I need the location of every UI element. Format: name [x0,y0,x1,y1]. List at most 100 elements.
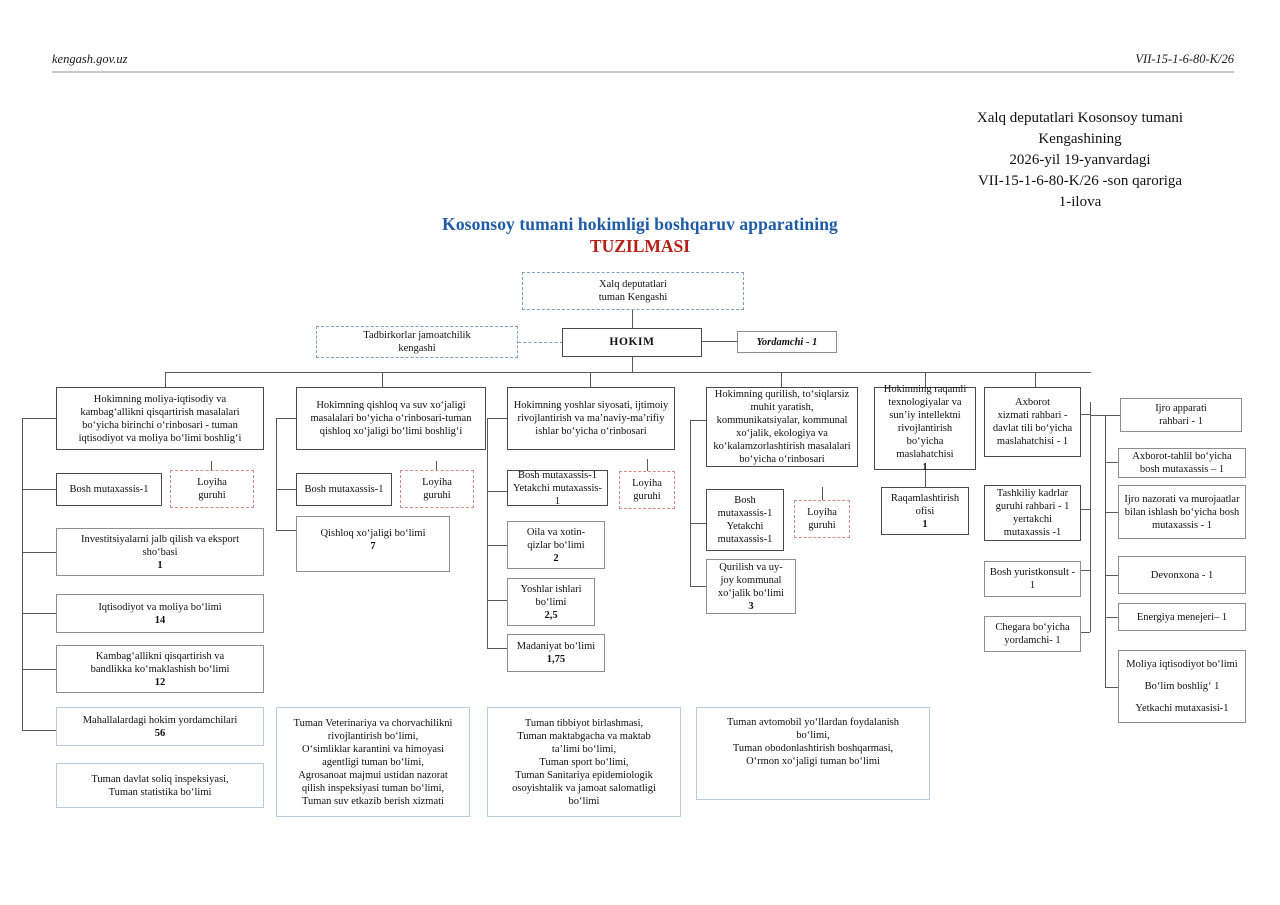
col6-jurist-line-2: 1 [1029,580,1036,591]
node-col7-chancery[interactable]: Devonxona - 1 [1118,556,1246,594]
col3-health-line-3: ta’limi bo‘limi, [551,743,617,755]
col5-head-line-1: Hokimning raqamli [883,384,967,395]
node-col4-roads-landscaping[interactable]: Tuman avtomobil yo‘llardan foydalanish b… [696,707,930,800]
col2-vet-line-1: Tuman Veterinariya va chorvachilikni [293,717,453,729]
node-col6-press-service[interactable]: Axborot xizmati rahbari - davlat tili bo… [984,387,1081,457]
stub-col1-mahalla [22,730,56,732]
stub-col4-head [690,420,706,422]
node-col3-project-group[interactable]: Loyiha guruhi [619,471,675,509]
node-col4-specialists[interactable]: Bosh mutaxassis-1 Yetakchi mutaxassis-1 [706,489,784,551]
col3-health-line-7: bo‘limi [568,795,600,807]
stub-col2-head [276,418,296,420]
stub-col1-spec [22,489,56,491]
node-col3-culture[interactable]: Madaniyat bo‘limi 1,75 [507,634,605,672]
node-hokim[interactable]: HOKIM [562,328,702,357]
col6-hr-line-2: guruhi rahbari - 1 [995,501,1070,512]
node-col7-analysis-specialist[interactable]: Axborot-tahlil bo‘yicha bosh mutaxassis … [1118,448,1246,478]
node-col2-head[interactable]: Hokimning qishloq va suv xo‘jaligi masal… [296,387,486,450]
node-col2-veterinary-services[interactable]: Tuman Veterinariya va chorvachilikni riv… [276,707,470,817]
col2-agri-count: 7 [370,541,376,552]
node-col5-head[interactable]: Hokimning raqamli texnologiyalar va sun’… [874,384,976,473]
header-divider [52,71,1234,73]
stub-col1-invest [22,552,56,554]
node-col4-head[interactable]: Hokimning qurilish, to‘siqlarsiz muhit y… [706,387,858,467]
node-col1-head[interactable]: Hokimning moliya-iqtisodiy va kambag‘all… [56,387,264,450]
approval-block: Xalq deputatlari Kosonsoy tumani Kengash… [900,108,1260,213]
node-col3-youth-affairs[interactable]: Yoshlar ishlari bo‘limi 2,5 [507,578,595,626]
node-col1-project-group[interactable]: Loyiha guruhi [170,470,254,508]
stub-col7-control [1105,512,1120,514]
col1-econ-count: 14 [154,614,166,626]
district-council-line-2: tuman Kengashi [598,292,668,303]
node-col1-tax-statistics[interactable]: Tuman davlat soliq inspeksiyasi, Tuman s… [56,763,264,808]
node-col7-apparatus-head[interactable]: Ijro apparati rahbari - 1 [1120,398,1242,432]
node-col4-construction-housing[interactable]: Qurilish va uy- joy kommunal xo‘jalik bo… [706,559,796,614]
col2-vet-line-2: rivojlantirish bo‘limi, [327,730,419,742]
col2-agri-line-1: Qishloq xo‘jaligi bo‘limi [320,528,426,539]
col2-project-line-1: Loyiha [422,477,452,488]
stub-col7-finance [1105,687,1120,689]
node-col4-project-group[interactable]: Loyiha guruhi [794,500,850,538]
stub-col4-build [690,586,706,588]
node-col3-specialists[interactable]: Bosh mutaxassis-1 Yetakchi mutaxassis-1 [507,470,608,507]
col3-health-line-4: Tuman sport bo‘limi, [539,756,629,768]
chart-title: Kosonsoy tumani hokimligi boshqaruv appa… [0,214,1280,257]
connector-col2-project [436,461,438,473]
col5-head-line-2: texnologiyalar va [888,397,962,408]
stub-col1-poverty [22,669,56,671]
node-col3-family-women[interactable]: Oila va xotin- qizlar bo‘limi 2 [507,521,605,569]
node-col2-chief-specialist[interactable]: Bosh mutaxassis-1 [296,473,392,506]
node-col1-chief-specialist[interactable]: Bosh mutaxassis-1 [56,473,162,506]
col6-head-line-1: Axborot [1015,397,1050,408]
node-col2-project-group[interactable]: Loyiha guruhi [400,470,474,508]
col4-spec-line-3: Yetakchi [726,521,764,532]
node-col2-agriculture[interactable]: Qishloq xo‘jaligi bo‘limi 7 [296,516,450,572]
node-col1-poverty-employment[interactable]: Kambag‘allikni qisqartirish va bandlikka… [56,645,264,693]
node-col1-economy-finance[interactable]: Iqtisodiyot va moliya bo‘limi 14 [56,594,264,633]
col7-control-line-1: Ijro nazorati va murojaatlar [1124,493,1240,505]
col3-health-line-2: Tuman maktabgacha va maktab [517,730,651,742]
col6-hr-line-3: yertakchi [1012,514,1053,525]
col1-poverty-line-1: Kambag‘allikni qisqartirish va [95,650,225,662]
entrepreneurs-line-1: Tadbirkorlar jamoatchilik [363,330,471,341]
connector-entrepreneurs-hokim [518,342,563,343]
stub-col7-chancery [1105,575,1120,577]
chart-title-line-2: TUZILMASI [589,236,691,256]
node-col5-digitization-office[interactable]: Raqamlashtirish ofisi 1 [881,487,969,535]
col3-culture-line-1: Madaniyat bo‘limi [516,641,596,652]
col7-control-line-3: mutaxassis - 1 [1151,519,1213,531]
col7-control-line-2: bilan ishlash bo‘yicha bosh [1124,506,1240,518]
node-entrepreneurs-council[interactable]: Tadbirkorlar jamoatchilik kengashi [316,326,518,358]
node-col7-energy-manager[interactable]: Energiya menejeri– 1 [1118,603,1246,631]
node-col7-execution-control[interactable]: Ijro nazorati va murojaatlar bilan ishla… [1118,485,1246,539]
col1-invest-line-1: Investitsiyalarni jalb qilish va eksport [80,533,240,545]
node-col1-mahalla-assistants[interactable]: Mahallalardagi hokim yordamchilari 56 [56,707,264,746]
connector-drop-col1 [165,372,167,387]
node-district-council[interactable]: Xalq deputatlari tuman Kengashi [522,272,744,310]
col7-finance-line-1: Moliya iqtisodiyot bo‘limi [1126,658,1238,670]
page-header: kengash.gov.uz VII-15-1-6-80-K/26 [52,52,1234,74]
spine-col1 [22,418,24,730]
node-col6-hr-group[interactable]: Tashkiliy kadrlar guruhi rahbari - 1 yer… [984,485,1081,541]
col3-youth-line-2: bo‘limi [535,596,567,608]
stub-col3-culture [487,648,507,650]
spine-col2 [276,418,278,530]
node-col3-head[interactable]: Hokimning yoshlar siyosati, ijtimoiy riv… [507,387,675,450]
col3-youth-count: 2,5 [544,609,558,621]
col2-vet-line-3: O‘simliklar karantini va himoyasi [301,743,444,755]
node-col1-investments[interactable]: Investitsiyalarni jalb qilish va eksport… [56,528,264,576]
col5-head-line-4: rivojlantirish bo‘yicha [897,423,953,447]
col2-vet-line-7: Tuman suv etkazib berish xizmati [302,795,444,807]
col2-vet-line-5: Agrosanoat majmui ustidan nazorat [298,769,448,781]
col1-project-line-1: Loyiha [197,477,227,488]
col3-culture-count: 1,75 [546,654,566,665]
node-col3-health-education[interactable]: Tuman tibbiyot birlashmasi, Tuman maktab… [487,707,681,817]
col1-econ-line-1: Iqtisodiyot va moliya bo‘limi [98,601,222,613]
connector-drop-col3 [590,372,592,387]
node-col6-border-assistant[interactable]: Chegara bo‘yicha yordamchi- 1 [984,616,1081,652]
stub-col6-border [1081,632,1090,634]
node-col7-finance-department[interactable]: Moliya iqtisodiyot bo‘limi Bo‘lim boshli… [1118,650,1246,723]
node-col6-chief-jurist[interactable]: Bosh yuristkonsult - 1 [984,561,1081,597]
node-assistant[interactable]: Yordamchi - 1 [737,331,837,353]
col1-tax-line-1: Tuman davlat soliq inspeksiyasi, [91,773,229,785]
